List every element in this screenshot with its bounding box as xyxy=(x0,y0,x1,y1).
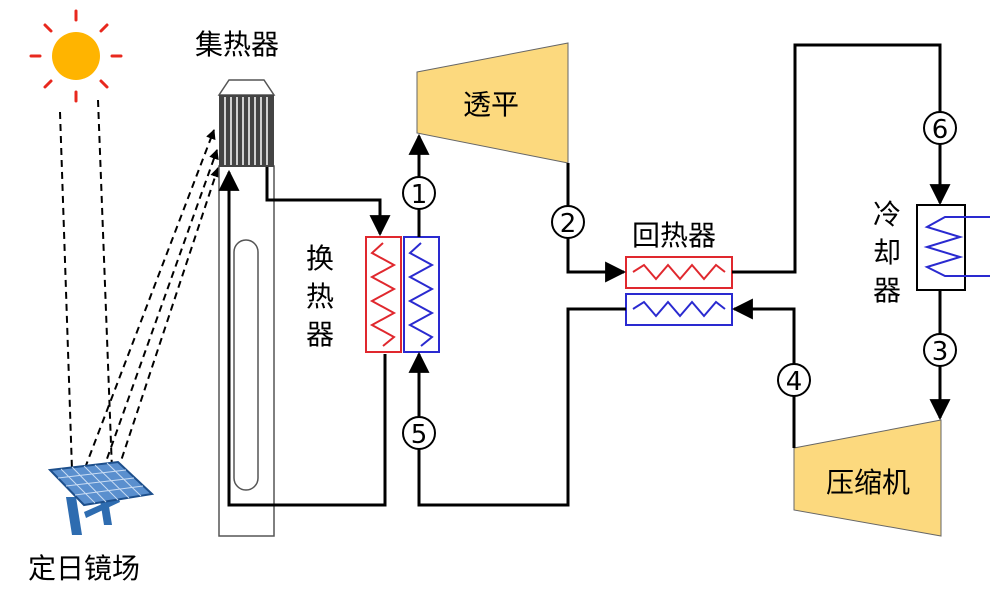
solar-tower xyxy=(218,165,275,537)
compressor-label: 压缩机 xyxy=(826,466,910,499)
heat-exchanger-cold-side xyxy=(403,236,440,353)
state-2-marker: 2 xyxy=(551,205,585,239)
state-1-marker: 1 xyxy=(402,176,436,210)
compressor xyxy=(793,419,942,537)
cooler-label-3: 器 xyxy=(873,274,901,307)
molten-salt-loop xyxy=(218,167,391,507)
heliostat-panel-icon xyxy=(47,460,155,535)
state-3-marker: 3 xyxy=(923,333,957,367)
sun-icon xyxy=(29,9,123,103)
state-6-marker: 6 xyxy=(923,111,957,145)
collector-receiver xyxy=(217,79,276,167)
sunlight-rays xyxy=(59,99,113,471)
svg-text:1: 1 xyxy=(411,180,428,210)
collector-label: 集热器 xyxy=(195,28,279,61)
turbine-label: 透平 xyxy=(463,88,519,121)
cooler-label-2: 却 xyxy=(873,236,901,269)
recuperator-label: 回热器 xyxy=(632,219,716,252)
state-4-marker: 4 xyxy=(777,363,811,397)
svg-text:2: 2 xyxy=(560,209,577,239)
heat-exchanger-label-3: 器 xyxy=(306,318,334,351)
state-5-marker: 5 xyxy=(402,416,436,450)
svg-text:4: 4 xyxy=(786,367,803,397)
co2-cycle-pipes xyxy=(408,43,951,507)
svg-text:3: 3 xyxy=(932,337,949,367)
heat-exchanger-hot-side xyxy=(365,236,402,353)
heat-exchanger-label-1: 换 xyxy=(306,242,334,275)
cooler xyxy=(916,204,990,291)
cooler-label-1: 冷 xyxy=(873,198,901,231)
reflected-rays xyxy=(84,129,220,471)
svg-text:6: 6 xyxy=(932,115,949,145)
heat-exchanger-label-2: 热 xyxy=(306,280,334,313)
recuperator-cold-side xyxy=(625,293,733,326)
heliostat-label: 定日镜场 xyxy=(28,552,140,585)
svg-text:5: 5 xyxy=(411,420,428,450)
recuperator-hot-side xyxy=(625,256,733,289)
